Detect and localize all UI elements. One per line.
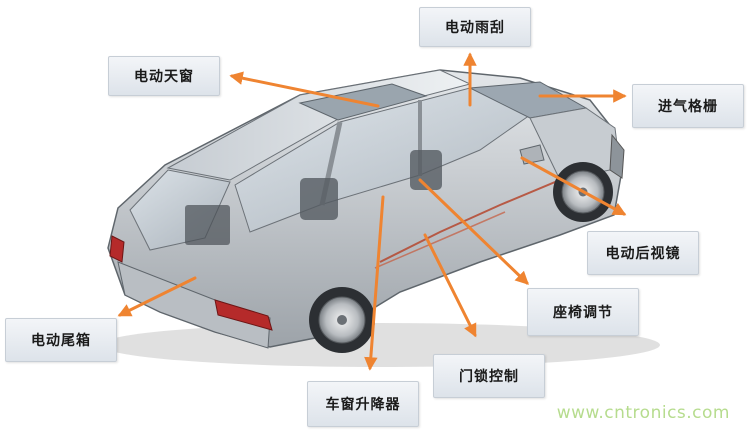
label-doorlock: 门锁控制 <box>433 354 545 398</box>
arrow-window <box>364 195 385 371</box>
arrow-sunroof <box>229 71 380 108</box>
arrow-tailgate <box>117 276 197 317</box>
trunk-interior <box>185 205 230 245</box>
front-grille <box>609 133 625 179</box>
label-seat: 座椅调节 <box>527 288 639 336</box>
arrow-mirror <box>520 156 627 216</box>
seat-front <box>410 150 442 190</box>
callout-arrows <box>117 52 627 371</box>
label-tailgate: 电动尾箱 <box>5 318 117 362</box>
watermark: www.cntronics.com <box>556 403 730 423</box>
rear-wheel-hub <box>337 315 347 325</box>
tail-light <box>214 299 273 331</box>
arrow-seat <box>418 178 529 285</box>
tail-light-left <box>109 235 125 263</box>
seat-rear <box>300 178 338 220</box>
car-illustration <box>100 69 660 367</box>
wiring-harness-2 <box>374 211 506 269</box>
label-mirror: 电动后视镜 <box>587 231 699 275</box>
label-grille: 进气格栅 <box>632 84 744 128</box>
label-wiper: 电动雨刮 <box>419 7 531 47</box>
label-window: 车窗升降器 <box>307 381 419 427</box>
arrow-doorlock <box>423 233 477 338</box>
label-sunroof: 电动天窗 <box>108 56 220 96</box>
